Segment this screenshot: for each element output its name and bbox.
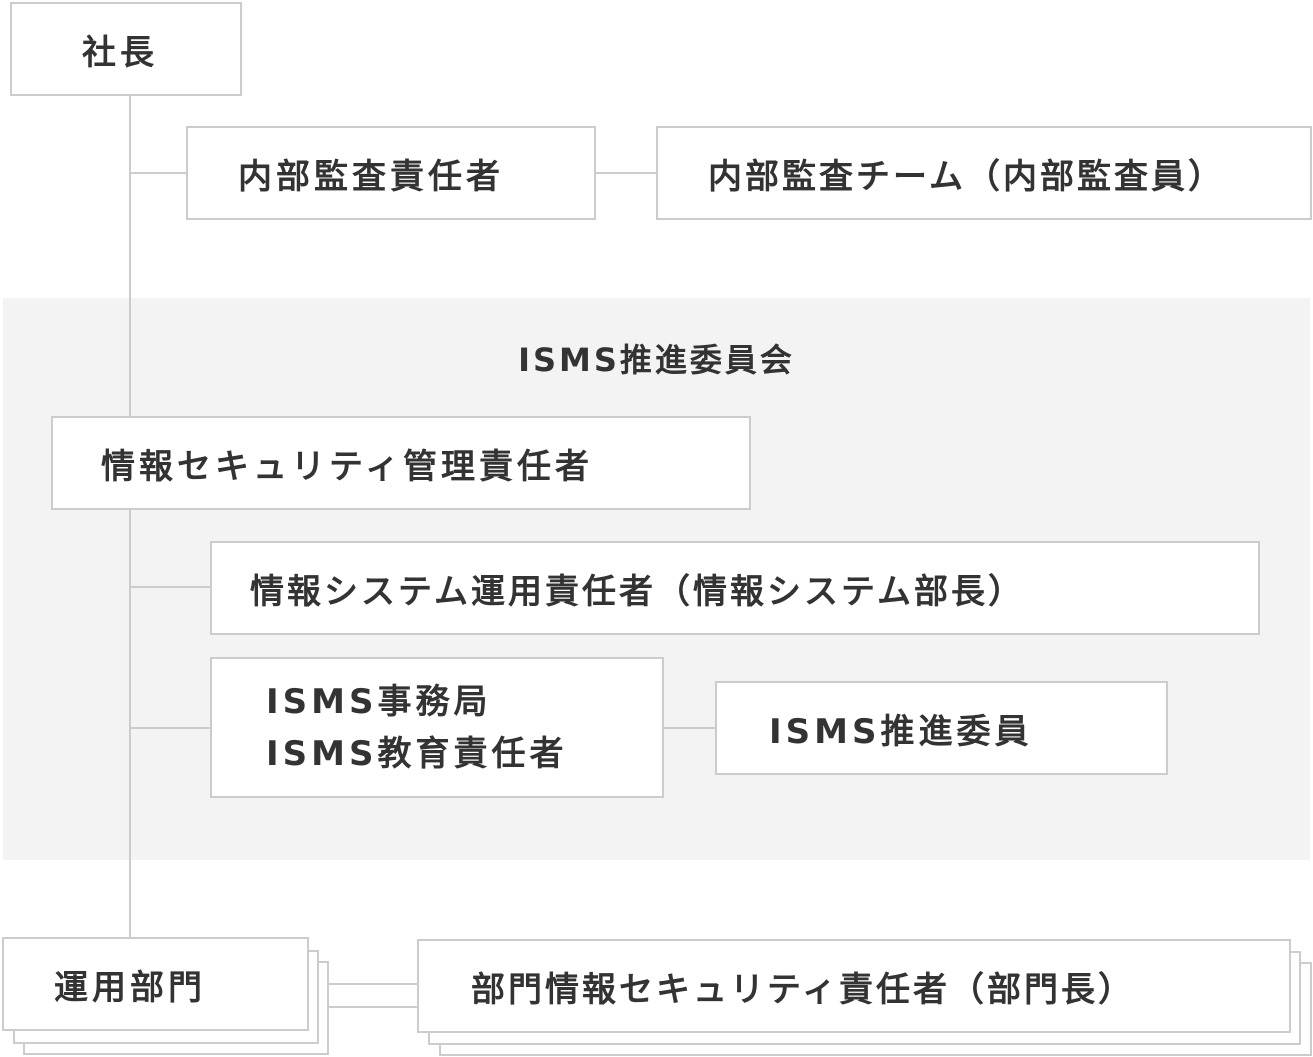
isms-office-box: ISMS事務局 ISMS教育責任者 — [210, 657, 664, 798]
infosec-manager-label: 情報セキュリティ管理責任者 — [101, 446, 593, 487]
connector-operations-dept-bottom — [326, 1006, 420, 1008]
dept-infosec-manager-label: 部門情報セキュリティ責任者（部門長） — [471, 969, 1135, 1010]
connector-operations-dept-top — [326, 983, 420, 985]
isms-committee-member-box: ISMS推進委員 — [715, 681, 1168, 775]
infosec-manager-box: 情報セキュリティ管理責任者 — [51, 416, 751, 510]
internal-audit-manager-box: 内部監査責任者 — [186, 126, 596, 220]
infosec-connector-line — [129, 509, 131, 729]
dept-infosec-manager-box: 部門情報セキュリティ責任者（部門長） — [417, 939, 1291, 1033]
infosys-ops-manager-box: 情報システム運用責任者（情報システム部長） — [210, 541, 1260, 635]
connector-audit-manager-audit-team — [594, 172, 658, 174]
isms-education-manager-label: ISMS教育責任者 — [266, 733, 568, 774]
internal-audit-manager-label: 内部監査責任者 — [238, 156, 504, 197]
president-box: 社長 — [10, 2, 242, 96]
isms-committee-member-label: ISMS推進委員 — [769, 711, 1033, 752]
connector-isms-office-member — [663, 727, 716, 729]
internal-audit-team-box: 内部監査チーム（内部監査員） — [656, 126, 1312, 220]
operations-dept-label: 運用部門 — [54, 967, 206, 1008]
isms-office-label: ISMS事務局 — [266, 681, 492, 722]
connector-isms-office — [130, 727, 212, 729]
president-label: 社長 — [82, 32, 158, 73]
infosys-ops-manager-label: 情報システム運用責任者（情報システム部長） — [250, 571, 1025, 612]
isms-committee-title: ISMS推進委員会 — [518, 341, 795, 379]
connector-president-audit-manager — [130, 172, 188, 174]
internal-audit-team-label: 内部監査チーム（内部監査員） — [708, 156, 1225, 197]
connector-infosys-ops-manager — [130, 586, 212, 588]
operations-dept-box: 運用部門 — [2, 937, 309, 1031]
